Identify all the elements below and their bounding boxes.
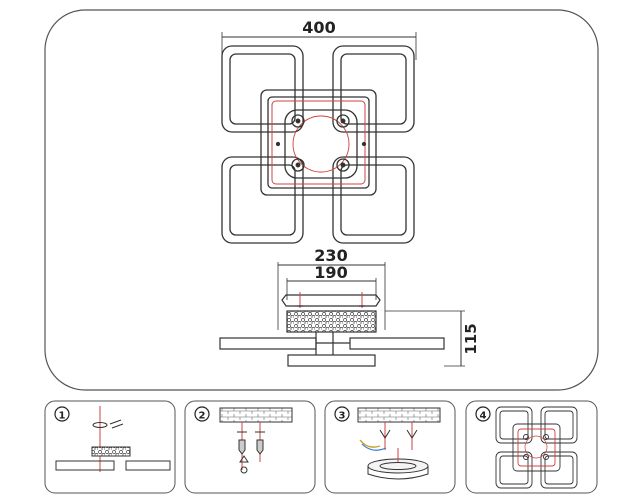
dimension-height-115: 115 bbox=[462, 323, 480, 354]
main-panel bbox=[44, 9, 599, 391]
step-number-1: 1 bbox=[59, 411, 66, 422]
step-number-4: 4 bbox=[480, 411, 487, 422]
step-panel-2: 2 bbox=[184, 400, 316, 494]
loop-bottom-left bbox=[221, 156, 304, 244]
step-panel-1: 1 bbox=[44, 400, 176, 494]
mount-hole-1 bbox=[291, 114, 305, 128]
dimension-width-230: 230 bbox=[314, 246, 347, 265]
mount-hole-3 bbox=[291, 158, 305, 172]
mount-hole-4 bbox=[336, 158, 350, 172]
canopy-body bbox=[286, 310, 377, 333]
dimension-width-190: 190 bbox=[314, 263, 347, 282]
step-number-2: 2 bbox=[199, 411, 206, 422]
lower-bar bbox=[287, 354, 376, 367]
step-panel-3: 3 bbox=[324, 400, 456, 494]
step-panel-4: 4 bbox=[465, 400, 598, 494]
mount-hole-2 bbox=[336, 114, 350, 128]
step-number-3: 3 bbox=[339, 411, 346, 422]
side-view bbox=[219, 262, 465, 367]
dimension-width-400: 400 bbox=[302, 18, 335, 37]
loop-bottom-right bbox=[332, 156, 415, 244]
mounting-bracket bbox=[281, 294, 381, 307]
top-view bbox=[221, 32, 417, 244]
loop-top-right bbox=[332, 45, 415, 133]
loop-top-left bbox=[221, 45, 304, 133]
